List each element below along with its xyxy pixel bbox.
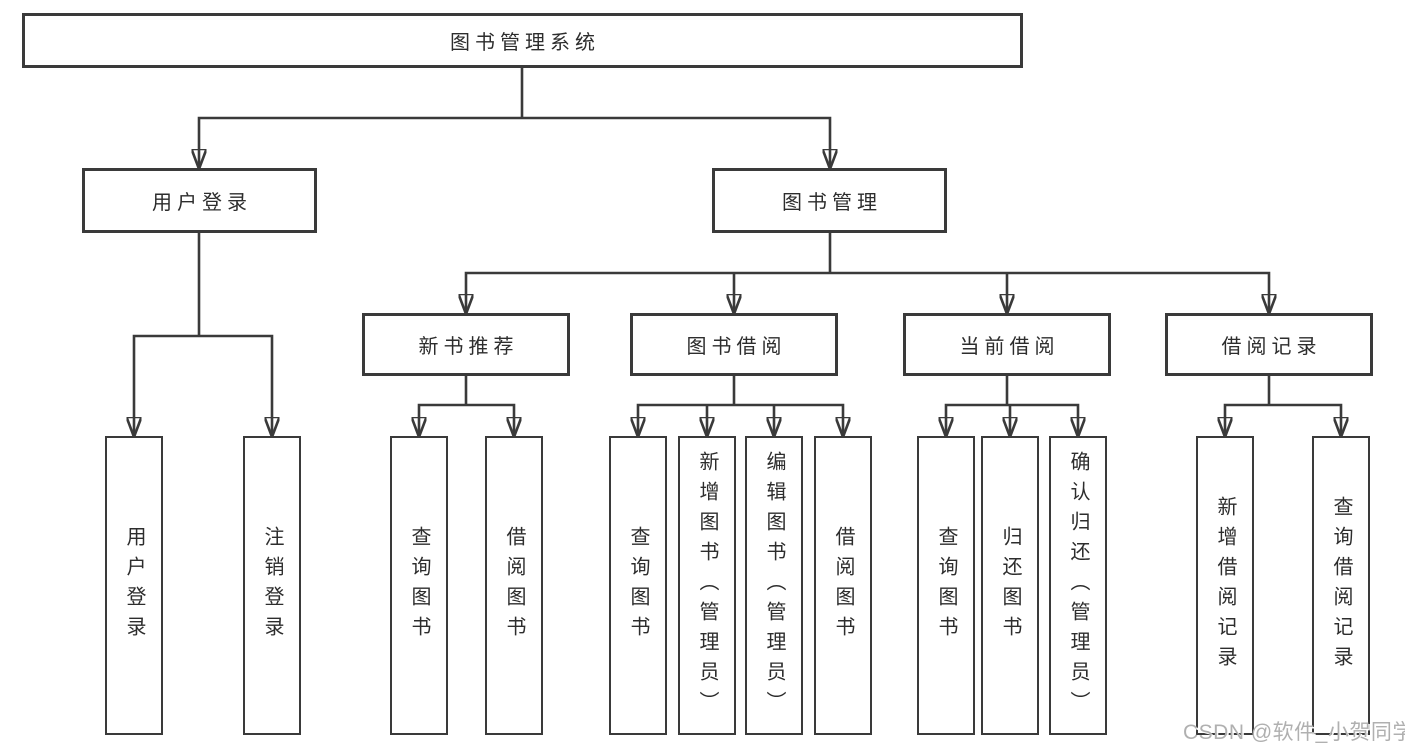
- leaf-logout: 注销登录: [243, 436, 301, 735]
- leaf-query-books-current: 查询图书: [917, 436, 975, 735]
- node-label: 新书推荐: [418, 336, 519, 358]
- node-label: 当前借阅: [959, 336, 1060, 358]
- leaf-query-borrow-record: 查询借阅记录: [1312, 436, 1370, 735]
- leaf-query-books-recommend: 查询图书: [390, 436, 448, 735]
- node-borrow-records: 借阅记录: [1165, 313, 1373, 376]
- node-library-system: 图书管理系统: [22, 13, 1023, 68]
- node-current-borrowing: 当前借阅: [903, 313, 1111, 376]
- leaf-add-book-admin: 新增图书（管理员）: [678, 436, 736, 735]
- leaf-query-books-borrowing: 查询图书: [609, 436, 667, 735]
- leaf-user-login: 用户登录: [105, 436, 163, 735]
- connector-current-leaves: [946, 376, 1078, 436]
- leaf-add-borrow-record: 新增借阅记录: [1196, 436, 1254, 735]
- node-book-borrowing: 图书借阅: [630, 313, 838, 376]
- leaf-edit-book-admin: 编辑图书（管理员）: [745, 436, 803, 735]
- connector-newbook-leaves: [419, 376, 514, 436]
- node-label: 图书管理: [782, 192, 882, 214]
- node-book-management: 图书管理: [712, 168, 947, 233]
- node-new-book-recommend: 新书推荐: [362, 313, 570, 376]
- connector-root-to-level2: [199, 68, 830, 168]
- connector-borrowing-leaves: [638, 376, 843, 436]
- leaf-borrow-books-borrowing: 借阅图书: [814, 436, 872, 735]
- node-label: 图书借阅: [686, 336, 787, 358]
- csdn-watermark: CSDN @软件_小贺同学: [1183, 721, 1405, 744]
- node-label: 借阅记录: [1221, 336, 1322, 358]
- leaf-confirm-return-admin: 确认归还（管理员）: [1049, 436, 1107, 735]
- connector-bookmgmt-to-level3: [466, 233, 1269, 313]
- connector-userlogin-leaves: [134, 233, 272, 436]
- leaf-borrow-books-recommend: 借阅图书: [485, 436, 543, 735]
- node-user-login: 用户登录: [82, 168, 317, 233]
- node-label: 用户登录: [152, 192, 252, 214]
- node-label: 图书管理系统: [450, 32, 600, 54]
- connector-records-leaves: [1225, 376, 1341, 436]
- leaf-return-book: 归还图书: [981, 436, 1039, 735]
